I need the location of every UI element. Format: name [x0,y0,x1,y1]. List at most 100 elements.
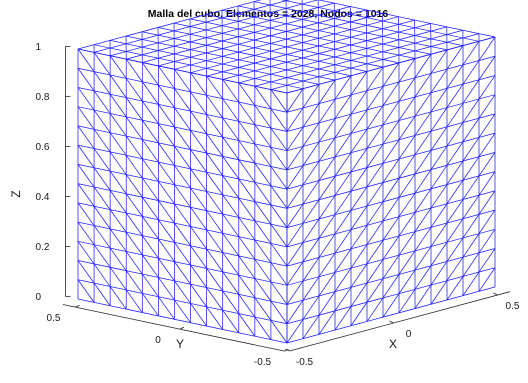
mesh-diagonal [174,107,191,131]
mesh-diagonal [77,125,95,149]
mesh-diagonal [125,116,143,140]
mesh-diagonal [414,227,432,252]
tick-labels: 00.20.40.60.810.50-0.5-0.500.5 [36,42,520,368]
mesh-diagonal [158,219,175,243]
mesh-edge [286,248,496,305]
mesh-diagonal [446,141,464,166]
mesh-diagonal [350,302,368,326]
mesh-diagonal [398,116,416,140]
mesh-diagonal [366,201,384,226]
mesh-edge [317,0,496,38]
mesh-diagonal [158,181,175,205]
mesh-diagonal [286,280,304,305]
mesh-diagonal [382,158,400,183]
mesh-edge [142,6,351,63]
mesh-diagonal [446,199,464,224]
mesh-diagonal [222,79,240,103]
mesh-edge [77,67,288,113]
x-tick-mark [285,348,290,352]
mesh-diagonal [174,280,191,304]
mesh-diagonal [430,145,448,170]
mesh-diagonal [238,121,256,145]
mesh-diagonal [142,139,159,163]
mesh-diagonal [462,233,480,258]
mesh-diagonal [254,105,272,129]
mesh-diagonal [158,277,175,301]
mesh-diagonal [318,137,336,162]
mesh-diagonal [478,267,496,292]
mesh-diagonal [302,218,320,243]
mesh-diagonal [430,107,448,132]
mesh-diagonal [222,233,240,257]
mesh-diagonal [93,167,111,191]
mesh-diagonal [142,235,159,259]
mesh-diagonal [125,193,143,217]
mesh-diagonal [286,261,304,286]
mesh-diagonal [366,66,384,91]
mesh-diagonal [398,173,416,198]
mesh-diagonal [206,75,223,99]
mesh-diagonal [93,109,111,133]
mesh-diagonal [414,246,432,271]
mesh-diagonal [222,194,240,218]
mesh-diagonal [238,217,256,241]
x-tick-label: -0.5 [296,357,314,368]
mesh-diagonal [222,156,240,180]
mesh-diagonal [318,79,336,104]
mesh-diagonal [238,236,256,260]
mesh-diagonal [334,75,352,100]
mesh-diagonal [109,151,127,175]
mesh-edge [77,260,288,305]
mesh-diagonal [238,178,256,202]
mesh-diagonal [190,187,207,211]
mesh-edge [158,9,367,67]
mesh-diagonal [286,88,304,113]
mesh-diagonal [382,235,400,260]
mesh-edge [77,240,288,286]
mesh-diagonal [430,68,448,93]
mesh-diagonal [174,165,191,189]
mesh-diagonal [382,254,400,279]
mesh-diagonal [478,152,496,177]
mesh-edge [205,14,416,59]
mesh-diagonal [366,163,384,188]
mesh-diagonal [142,158,159,182]
mesh-diagonal [190,245,207,269]
mesh-diagonal [286,107,304,132]
mesh-diagonal [398,135,416,160]
mesh-edge [77,202,288,248]
mesh-diagonal [302,199,320,224]
y-tick-mark [284,348,289,352]
mesh-diagonal [286,319,304,344]
face-y-min [286,36,496,344]
mesh-diagonal [462,252,480,277]
mesh-diagonal [125,251,143,275]
mesh-edge [286,171,496,228]
mesh-diagonal [382,216,400,241]
mesh-diagonal [398,212,416,237]
face-z-max [77,0,496,94]
mesh-diagonal [93,282,111,306]
mesh-diagonal [366,105,384,130]
mesh-diagonal [142,177,159,201]
mesh-edge [173,22,384,68]
mesh-diagonal [125,270,143,294]
mesh-diagonal [270,108,288,132]
mesh-edge [222,23,431,80]
mesh-diagonal [125,155,143,179]
mesh-diagonal [350,205,368,230]
mesh-edge [190,16,399,74]
mesh-diagonal [109,247,127,271]
mesh-diagonal [462,41,480,66]
mesh-diagonal [414,92,432,117]
mesh-diagonal [109,132,127,156]
mesh-edge [286,267,496,325]
mesh-diagonal [93,206,111,230]
mesh-edge [286,113,496,171]
mesh-diagonal [222,136,240,160]
mesh-diagonal [318,99,336,124]
mesh-diagonal [190,149,207,173]
mesh-diagonal [286,165,304,190]
mesh-diagonal [334,210,352,235]
mesh-diagonal [270,243,288,267]
